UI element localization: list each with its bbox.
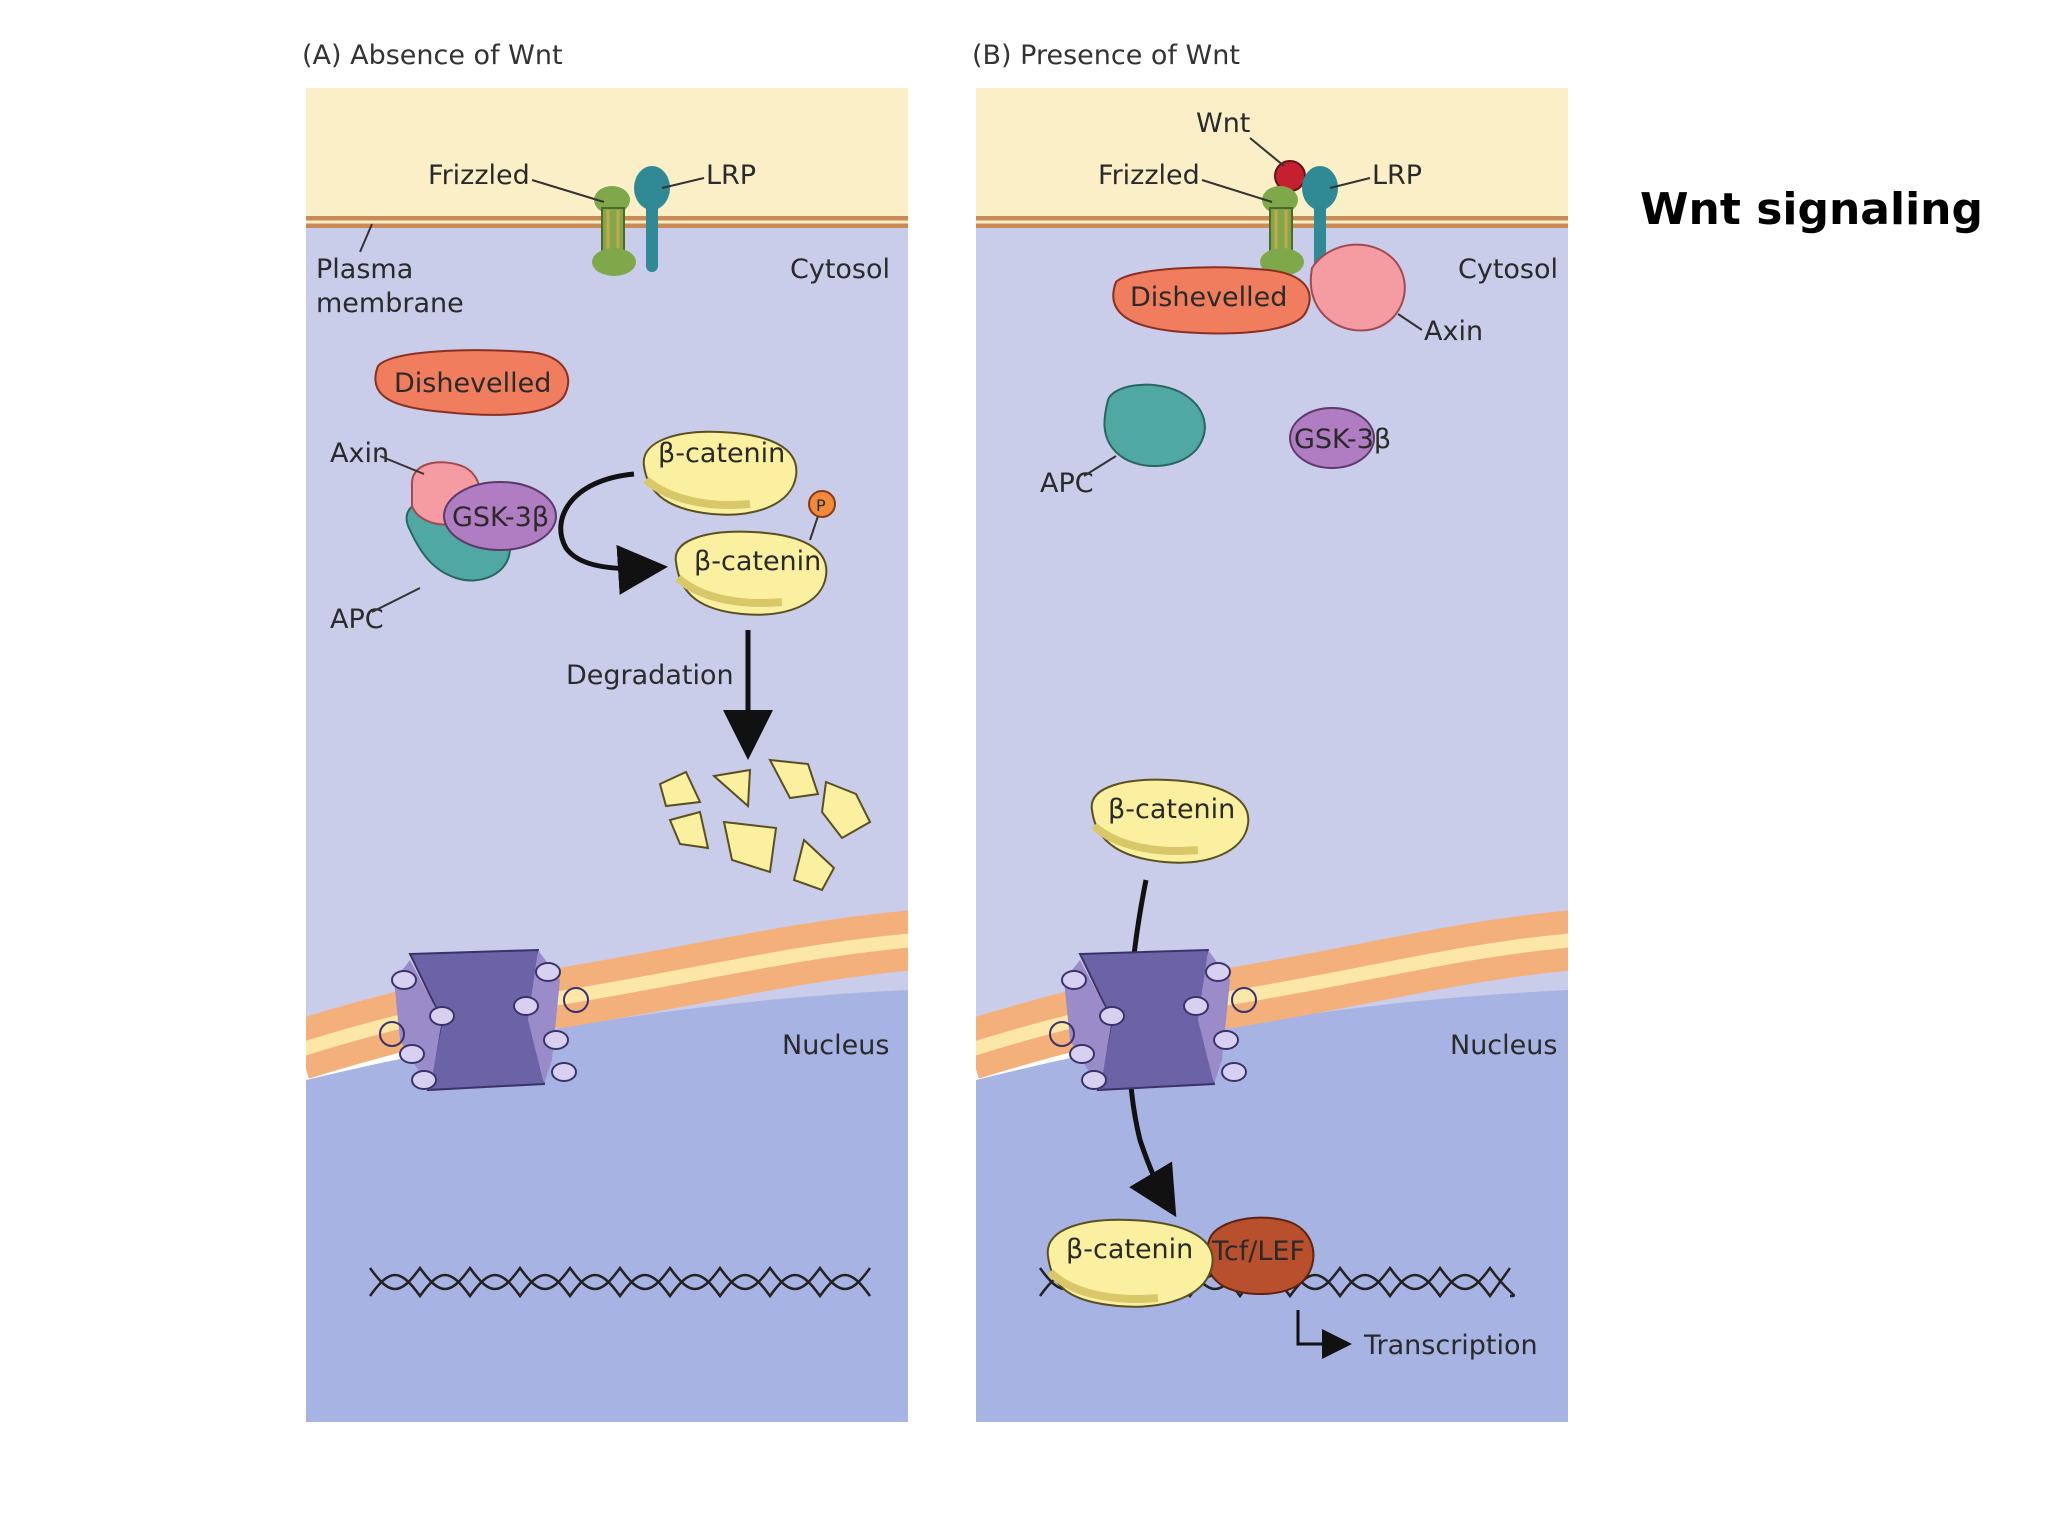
dishevelled-protein	[374, 349, 570, 416]
plasma-membrane-label-1: Plasma	[316, 254, 413, 285]
gsk3b-label: GSK-3β	[452, 502, 549, 533]
tcf-lef-label: Tcf/LEF	[1211, 1236, 1305, 1267]
phosphate-label: P	[816, 496, 826, 515]
panel-b: (B) Presence of Wnt Wnt Frizzled L	[972, 40, 1568, 1422]
axin-protein-b	[1309, 243, 1406, 332]
panel-b-title: (B) Presence of Wnt	[972, 40, 1240, 71]
dishevelled-label-b: Dishevelled	[1130, 282, 1287, 313]
apc-label-b: APC	[1040, 468, 1094, 499]
nucleus-label-b: Nucleus	[1450, 1030, 1557, 1061]
beta-catenin-nuclear	[1046, 1218, 1214, 1308]
frizzled-label: Frizzled	[428, 160, 530, 191]
degraded-fragments	[658, 758, 872, 892]
lrp-receptor-b	[1302, 166, 1338, 272]
nucleus-region-b	[976, 990, 1568, 1422]
transcription-label: Transcription	[1363, 1330, 1538, 1361]
dna-helix-a	[368, 1265, 872, 1299]
cytosol-region	[306, 220, 908, 1020]
plasma-membrane-label-2: membrane	[316, 288, 464, 319]
panel-a: (A) Absence of Wnt Frizzled LRP	[302, 40, 908, 1422]
nucleus-label-a: Nucleus	[782, 1030, 889, 1061]
apc-protein-b	[1103, 383, 1206, 467]
beta-catenin-2-label: β-catenin	[694, 546, 821, 577]
cytosol-region-b	[976, 220, 1568, 1020]
translocation-arrow	[1126, 879, 1177, 1218]
beta-catenin-nuclear-label: β-catenin	[1066, 1234, 1193, 1265]
phosphate-group	[808, 490, 836, 518]
cytosol-label: Cytosol	[790, 254, 890, 285]
axin-label: Axin	[330, 438, 389, 469]
lrp-label: LRP	[706, 160, 756, 191]
panel-a-title: (A) Absence of Wnt	[302, 40, 563, 71]
dishevelled-label: Dishevelled	[394, 368, 551, 399]
axin-label-b: Axin	[1424, 316, 1483, 347]
nucleus-region	[306, 990, 908, 1422]
frizzled-receptor	[592, 186, 636, 276]
slide-title: Wnt signaling	[1640, 184, 1983, 235]
frizzled-receptor-b	[1260, 186, 1304, 276]
dishevelled-protein-b	[1112, 266, 1311, 335]
beta-catenin-1	[642, 430, 798, 516]
transcription-arrow	[1296, 1310, 1352, 1359]
wnt-label: Wnt	[1196, 108, 1250, 139]
beta-catenin-b-label: β-catenin	[1108, 794, 1235, 825]
lrp-receptor	[634, 166, 670, 272]
frizzled-label-b: Frizzled	[1098, 160, 1200, 191]
phosphorylation-arrow	[558, 471, 668, 595]
gsk3b-label-b: GSK-3β	[1294, 424, 1391, 455]
degradation-label: Degradation	[566, 660, 734, 691]
beta-catenin-1-label: β-catenin	[658, 438, 785, 469]
nuclear-pore-b	[1049, 948, 1257, 1092]
nuclear-pore-a	[379, 948, 589, 1092]
apc-label: APC	[330, 604, 384, 635]
gsk3b-protein-b	[1289, 407, 1375, 469]
gsk3b-protein	[443, 481, 557, 551]
cytosol-label-b: Cytosol	[1458, 254, 1558, 285]
lrp-label-b: LRP	[1372, 160, 1422, 191]
tcf-lef-protein	[1205, 1216, 1315, 1295]
